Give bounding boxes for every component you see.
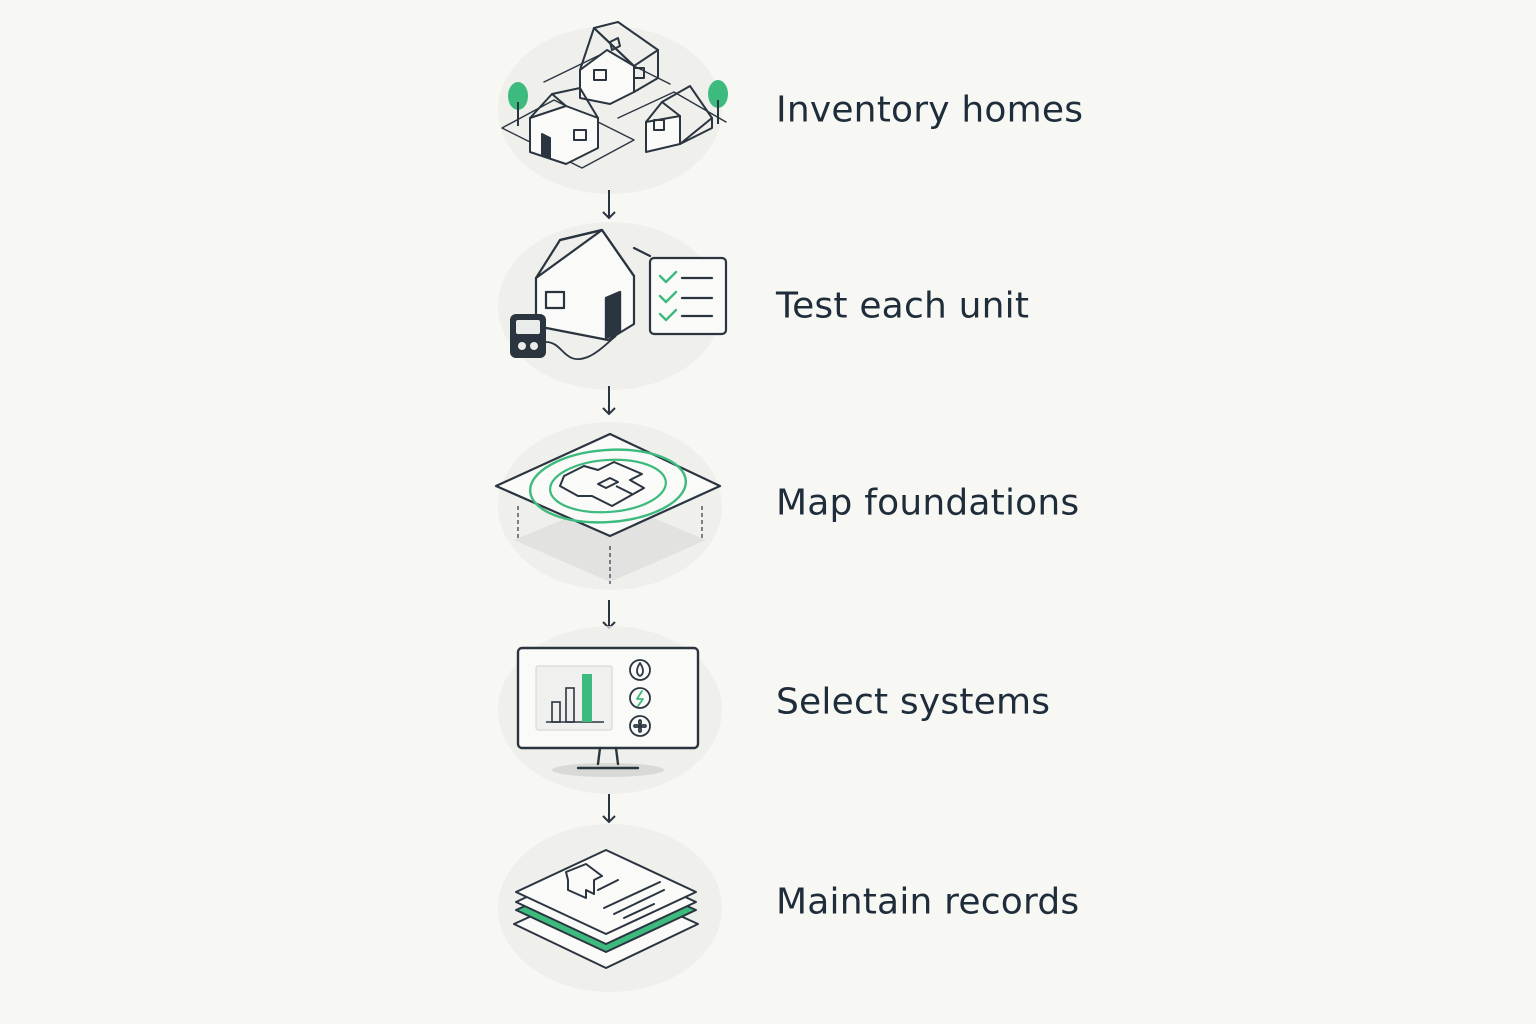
step-label-select-systems: Select systems xyxy=(776,681,1051,723)
house-tester-checklist-icon xyxy=(494,218,728,398)
meter-device-icon xyxy=(510,314,617,360)
water-drop-icon xyxy=(629,659,651,681)
bar-chart-icon xyxy=(546,674,604,723)
arrow-down-icon xyxy=(599,188,619,222)
step-label-maintain-records: Maintain records xyxy=(776,881,1080,923)
monitor-systems-icon xyxy=(494,622,726,802)
step-label-inventory-homes: Inventory homes xyxy=(776,89,1084,131)
stacked-records-icon xyxy=(494,820,726,1000)
neighborhood-houses-icon xyxy=(494,21,728,202)
house-outline-icon xyxy=(565,863,603,899)
arrow-down-icon xyxy=(599,384,619,418)
arrow-down-icon xyxy=(599,792,619,826)
foundation-map-icon xyxy=(494,414,726,594)
lightning-icon xyxy=(629,687,651,709)
tree-icon xyxy=(508,80,728,126)
step-label-map-foundations: Map foundations xyxy=(776,482,1080,524)
step-label-test-each-unit: Test each unit xyxy=(776,285,1030,327)
fan-icon xyxy=(629,715,651,737)
